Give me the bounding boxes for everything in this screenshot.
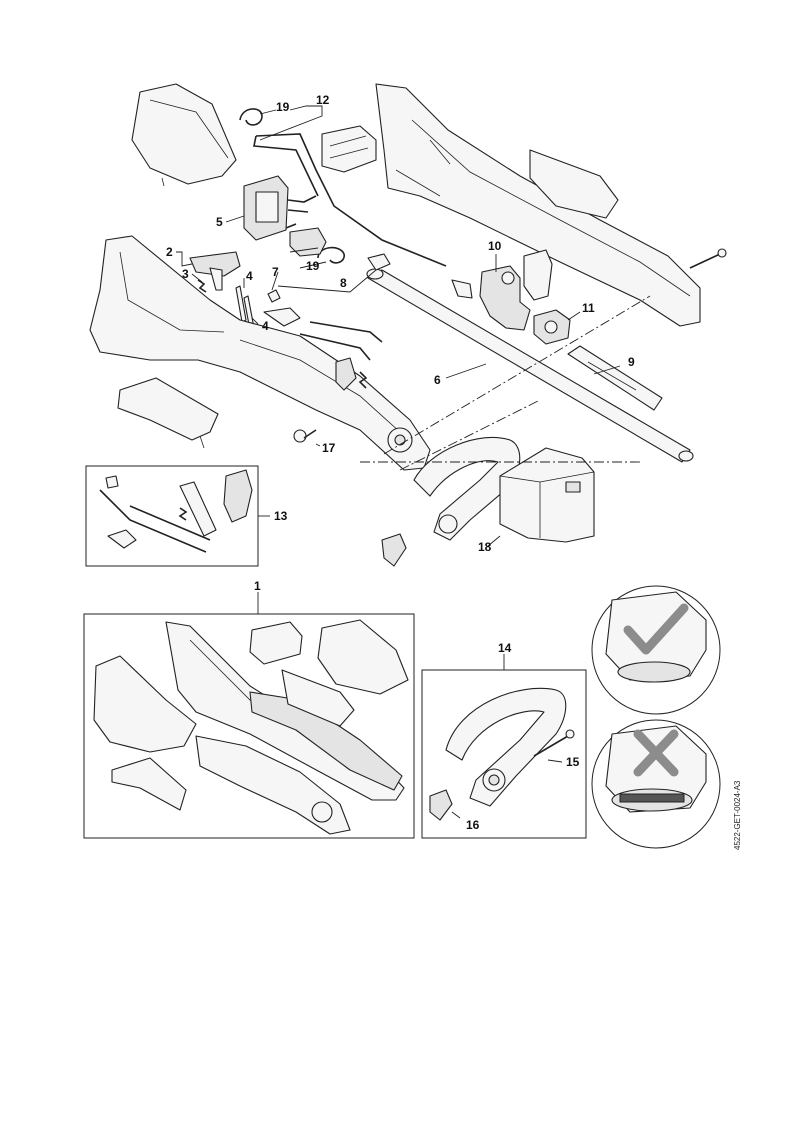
callout-9: 9 <box>628 355 635 369</box>
rods-middle <box>299 321 383 361</box>
link-4a <box>235 285 247 323</box>
nut-11 <box>533 309 571 345</box>
sleeve-9 <box>567 345 663 411</box>
kit-box-13 <box>85 465 259 567</box>
callout-10: 10 <box>488 239 502 253</box>
bearing-10 <box>451 265 531 331</box>
clamp-19-top <box>239 108 263 126</box>
lever-2 <box>189 251 241 291</box>
callout-18: 18 <box>478 540 492 554</box>
screw-17 <box>293 429 317 443</box>
callout-8: 8 <box>340 276 347 290</box>
contact-plug <box>285 223 327 257</box>
callout-2: 2 <box>166 245 173 259</box>
callout-13: 13 <box>274 509 288 523</box>
callout-19-top: 19 <box>276 100 290 114</box>
callout-4-upper: 4 <box>246 269 253 283</box>
callout-12: 12 <box>316 93 330 107</box>
housing-half-lower <box>89 235 431 471</box>
switch-module-5 <box>243 175 317 241</box>
assembly-box-1 <box>83 613 415 839</box>
callout-6: 6 <box>434 373 441 387</box>
shaft-6 <box>366 268 694 463</box>
leader-lines <box>176 105 621 819</box>
assembly-box-14 <box>421 669 587 839</box>
clamp-19-middle <box>317 246 345 264</box>
screw-right <box>689 248 727 269</box>
side-reference: 4522-GET-0024-A3 <box>733 780 742 850</box>
callout-4-lower: 4 <box>262 319 269 333</box>
callout-5: 5 <box>216 215 223 229</box>
trigger-small <box>335 357 357 391</box>
callout-15: 15 <box>566 755 580 769</box>
housing-cover-top <box>131 83 237 187</box>
check-mark-icon <box>623 603 689 655</box>
grip-lower <box>117 377 219 449</box>
callout-14: 14 <box>498 641 512 655</box>
cross-mark-icon <box>633 729 679 777</box>
callout-11: 11 <box>582 301 595 315</box>
grip-insert <box>321 125 377 173</box>
assembly-lines <box>360 295 651 471</box>
clamp-ring-upper <box>523 249 553 301</box>
correct-install-circle <box>591 585 721 715</box>
callout-17: 17 <box>322 441 336 455</box>
end-cap-8 <box>367 253 391 271</box>
spring-3 <box>197 279 207 293</box>
guard-bracket-18 <box>499 447 595 543</box>
spring-small <box>358 371 368 389</box>
cable-12 <box>253 133 447 267</box>
callout-7: 7 <box>272 265 279 279</box>
callout-1: 1 <box>254 579 261 593</box>
clip-7 <box>267 289 281 303</box>
incorrect-install-circle <box>591 719 721 849</box>
callout-3: 3 <box>182 267 189 281</box>
callout-19-middle: 19 <box>306 259 320 273</box>
housing-half-upper <box>375 83 701 327</box>
callout-16: 16 <box>466 818 480 832</box>
